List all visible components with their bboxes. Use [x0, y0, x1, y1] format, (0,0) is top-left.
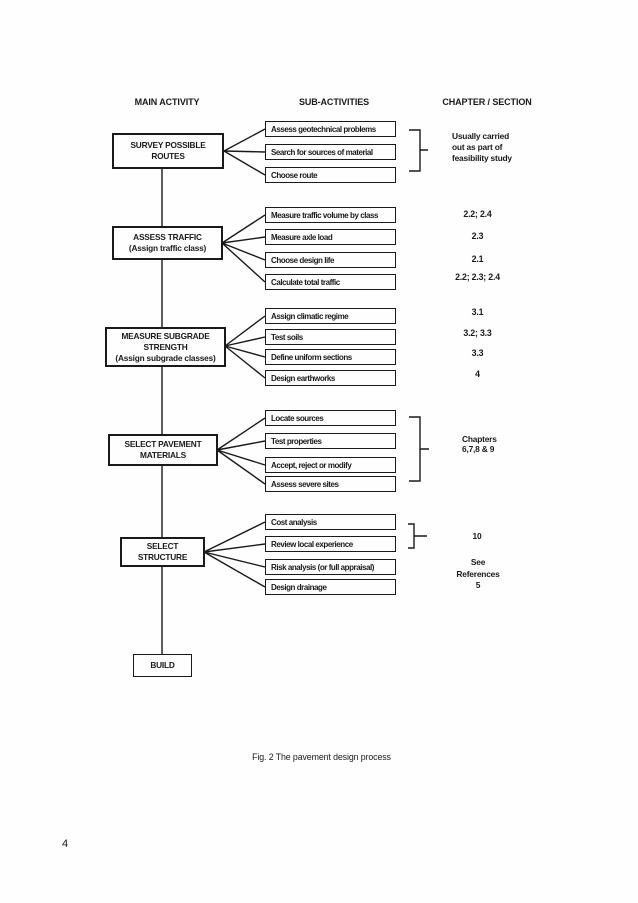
- sub-activity-label: Review local experience: [271, 539, 353, 549]
- chapter-note-chapters-6789: Chapters 6,7,8 & 9: [462, 434, 497, 454]
- sub-activity-label: Search for sources of material: [271, 147, 373, 157]
- chapter-note-10: 10: [472, 531, 482, 541]
- build-label: BUILD: [150, 660, 175, 670]
- chapter-section-ref: 3.3: [471, 348, 484, 358]
- sub-activity-label: Accept, reject or modify: [271, 460, 352, 470]
- bracket-group-5: [408, 523, 427, 549]
- sub-activity-label: Choose route: [271, 170, 318, 180]
- main-activity-label-line: SELECT PAVEMENT: [124, 439, 202, 449]
- chapter-section-ref: 2.2; 2.4: [463, 209, 492, 219]
- sub-activity-box: Test properties: [265, 433, 396, 449]
- sub-activity-label: Measure axle load: [271, 232, 333, 242]
- build-box: BUILD: [133, 654, 192, 677]
- sub-activity-box: Calculate total traffic: [265, 274, 396, 290]
- sub-activity-label: Design earthworks: [271, 373, 335, 383]
- sub-activity-box: Search for sources of material: [265, 144, 396, 160]
- sub-activity-box: Measure traffic volume by class: [265, 207, 396, 223]
- sub-activity-box: Choose design life: [265, 252, 396, 268]
- sub-activity-label: Test soils: [271, 332, 303, 342]
- chapter-section-ref: 4: [475, 369, 480, 379]
- main-activity-label-line: SELECT: [146, 541, 179, 551]
- note-line: out as part of: [452, 141, 503, 152]
- sub-activity-label: Locate sources: [271, 413, 324, 423]
- main-activity-box-select-pavement-materials: SELECT PAVEMENT MATERIALS: [108, 434, 218, 466]
- chapter-note-see-references: See References 5: [448, 557, 508, 592]
- bracket-group-4: [409, 416, 429, 482]
- sub-activity-label: Assess severe sites: [271, 479, 339, 489]
- chapter-section-ref: 2.2; 2.3; 2.4: [455, 272, 500, 282]
- main-activity-box-survey-possible-routes: SURVEY POSSIBLE ROUTES: [112, 133, 224, 169]
- sub-activity-box: Assess geotechnical problems: [265, 121, 396, 137]
- note-line: feasibility study: [452, 152, 512, 163]
- page-number: 4: [62, 838, 69, 850]
- main-activity-label-line: MEASURE SUBGRADE: [121, 330, 210, 341]
- main-activity-label-line: SURVEY POSSIBLE: [130, 140, 206, 150]
- sub-activity-box: Assign climatic regime: [265, 308, 396, 324]
- column-header-main-activity: MAIN ACTIVITY: [134, 97, 200, 107]
- main-activity-label-line: STRENGTH: [143, 341, 188, 352]
- sub-activity-box: Measure axle load: [265, 229, 396, 245]
- sub-activity-box: Define uniform sections: [265, 349, 396, 365]
- note-line: 6,7,8 & 9: [462, 444, 495, 454]
- main-activity-label-line: MATERIALS: [140, 450, 186, 460]
- main-activity-label-line: ASSESS TRAFFIC: [133, 232, 202, 242]
- sub-activity-label: Cost analysis: [271, 517, 317, 527]
- sub-activity-box: Test soils: [265, 329, 396, 345]
- chapter-section-ref: 2.1: [471, 254, 484, 264]
- sub-activity-box: Cost analysis: [265, 514, 396, 530]
- note-line: References: [456, 568, 500, 579]
- figure-caption: Fig. 2 The pavement design process: [252, 752, 391, 762]
- sub-activity-label: Test properties: [271, 436, 322, 446]
- sub-activity-box: Assess severe sites: [265, 476, 396, 492]
- column-header-sub-activities: SUB-ACTIVITIES: [298, 97, 370, 107]
- main-activity-label-line: (Assign subgrade classes): [115, 352, 216, 363]
- sub-activity-label: Calculate total traffic: [271, 277, 340, 287]
- main-activity-box-assess-traffic: ASSESS TRAFFIC (Assign traffic class): [112, 226, 223, 260]
- sub-activity-label: Assess geotechnical problems: [271, 124, 376, 134]
- bracket-group-1: [409, 129, 428, 172]
- chapter-section-ref: 3.1: [471, 307, 484, 317]
- sub-activity-box: Choose route: [265, 167, 396, 183]
- column-header-chapter-section: CHAPTER / SECTION: [442, 97, 532, 107]
- sub-activity-box: Risk analysis (or full appraisal): [265, 559, 396, 575]
- sub-activity-box: Locate sources: [265, 410, 396, 426]
- sub-activity-box: Accept, reject or modify: [265, 457, 396, 473]
- note-line: See: [470, 557, 486, 567]
- main-activity-label-line: ROUTES: [151, 151, 185, 161]
- note-line: Chapters: [462, 434, 497, 444]
- sub-activity-box: Design earthworks: [265, 370, 396, 386]
- sub-activity-label: Assign climatic regime: [271, 311, 349, 321]
- sub-activity-label: Risk analysis (or full appraisal): [271, 562, 374, 572]
- chapter-section-ref: 2.3: [471, 231, 484, 241]
- chapter-note-feasibility: Usually carried out as part of feasibili…: [452, 131, 512, 163]
- sub-activity-label: Measure traffic volume by class: [271, 210, 378, 220]
- sub-activity-label: Define uniform sections: [271, 352, 352, 362]
- main-activity-box-measure-subgrade-strength: MEASURE SUBGRADE STRENGTH (Assign subgra…: [105, 327, 226, 367]
- main-activity-box-select-structure: SELECT STRUCTURE: [120, 537, 205, 567]
- note-line: Usually carried: [452, 131, 510, 141]
- sub-activity-label: Design drainage: [271, 582, 327, 592]
- chapter-section-ref: 3.2; 3.3: [463, 328, 492, 338]
- note-line: 5: [475, 580, 481, 590]
- sub-activity-label: Choose design life: [271, 255, 335, 265]
- main-activity-label-line: STRUCTURE: [137, 552, 188, 562]
- sub-activity-box: Review local experience: [265, 536, 396, 552]
- sub-activity-box: Design drainage: [265, 579, 396, 595]
- main-activity-label-line: (Assign traffic class): [128, 243, 207, 253]
